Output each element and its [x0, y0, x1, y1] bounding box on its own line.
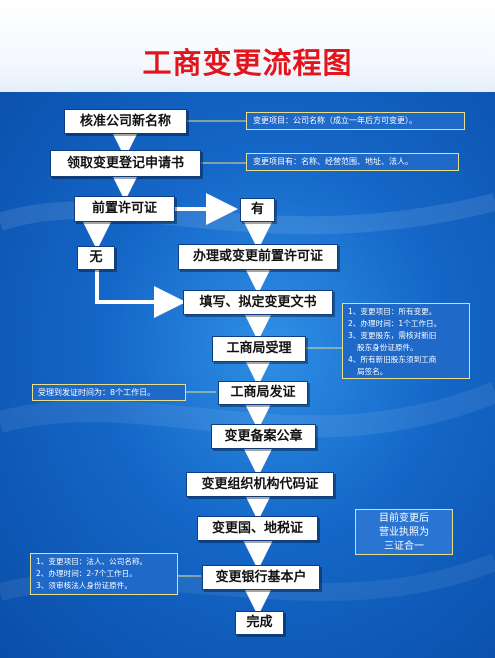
note-name-change: 变更项目：公司名称（成立一年后方可变更）。 [246, 112, 465, 130]
step-change-tax: 变更国、地税证 [197, 516, 318, 541]
step-verify-name: 核准公司新名称 [64, 109, 187, 134]
hint-three-in-one: 目前变更后 营业执照为 三证合一 [355, 509, 453, 555]
step-bureau-accept: 工商局受理 [212, 336, 306, 362]
note-bank-account: 1、变更项目：法人、公司名称。 2、办理时间：2-7个工作日。 3、须审核法人身… [30, 553, 178, 595]
step-get-application: 领取变更登记申请书 [50, 150, 201, 177]
step-bureau-issue: 工商局发证 [218, 381, 308, 405]
step-change-seal: 变更备案公章 [211, 424, 316, 449]
step-pre-license: 前置许可证 [74, 196, 175, 222]
step-pre-license-yes: 有 [240, 198, 275, 222]
step-handle-pre-license: 办理或变更前置许可证 [178, 244, 338, 270]
note-change-items: 变更项目有：名称、经营范围、地址、法人。 [246, 153, 459, 171]
step-complete: 完成 [235, 611, 284, 635]
step-pre-license-no: 无 [77, 246, 115, 270]
step-change-bank: 变更银行基本户 [202, 565, 320, 590]
step-change-org-code: 变更组织机构代码证 [186, 472, 334, 497]
step-fill-documents: 填写、拟定变更文书 [183, 290, 333, 315]
page-title: 工商变更流程图 [142, 46, 353, 80]
note-bureau-accept: 1、变更项目：所有变更。 2、办理时间：1个工作日。 3、变更股东，需核对新旧 … [342, 303, 470, 379]
header [0, 0, 495, 92]
arrow-no-s5 [95, 270, 186, 318]
note-issue-time: 受理到发证时间为：8个工作日。 [32, 384, 186, 401]
